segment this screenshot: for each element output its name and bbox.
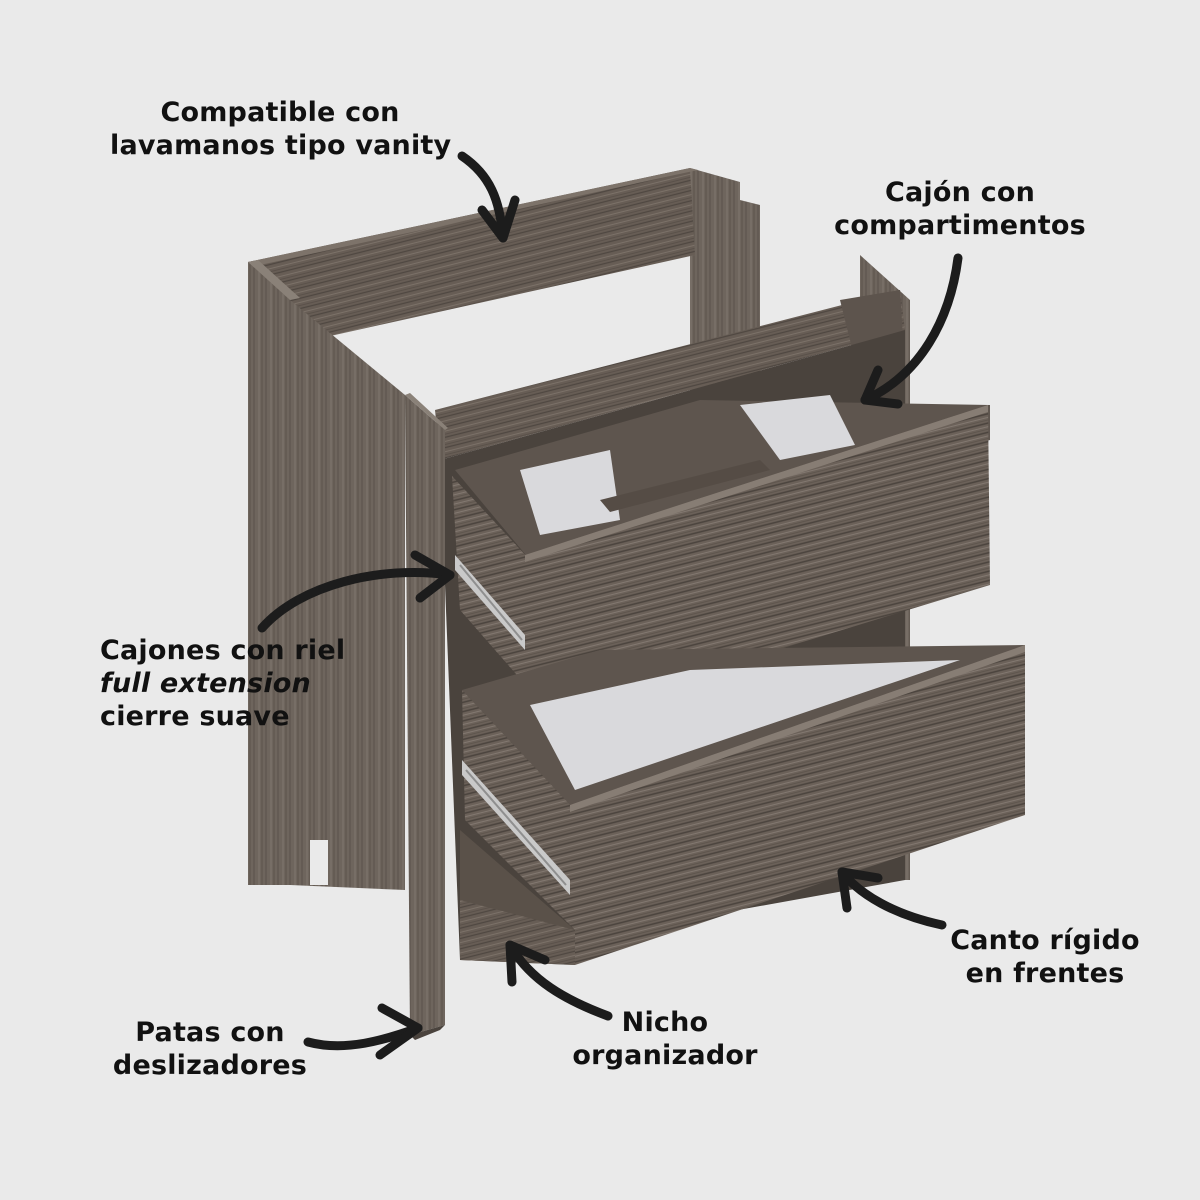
arrow-edge-icon [837, 867, 947, 930]
callout-full-extension-rails: Cajones con riel full extension cierre s… [100, 634, 360, 733]
callout-line: Nicho [621, 1007, 709, 1038]
callout-line: deslizadores [112, 1050, 308, 1081]
callout-organizer-niche: Nicho organizador [565, 1006, 765, 1072]
callout-line-italic: full extension [100, 668, 311, 699]
bottom-drawer-rail [462, 760, 570, 895]
front-left-leg [405, 395, 445, 1035]
top-drawer-front [525, 405, 990, 725]
cabinet-left-side-panel [248, 260, 448, 1040]
callout-line: compartimentos [834, 210, 1086, 241]
callout-line: cierre suave [100, 701, 290, 732]
callout-line: Canto rígido [950, 925, 1140, 956]
callout-line: lavamanos tipo vanity [110, 130, 452, 161]
cabinet-back-rail [248, 168, 698, 345]
callout-arrows [257, 151, 963, 1060]
bottom-drawer-front [570, 645, 1025, 965]
callout-vanity-compatible: Compatible con lavamanos tipo vanity [110, 96, 452, 162]
callout-line: en frentes [965, 958, 1125, 989]
callout-line: organizador [572, 1040, 758, 1071]
callout-line: Cajón con [884, 177, 1036, 208]
callout-line: Cajones con riel [100, 635, 346, 666]
callout-legs-sliders: Patas con deslizadores [105, 1016, 315, 1082]
callout-line: Patas con [135, 1017, 285, 1048]
callout-line: Compatible con [160, 97, 400, 128]
arrow-niche-icon [505, 940, 613, 1021]
top-drawer [452, 395, 990, 725]
bottom-drawer [462, 645, 1025, 965]
arrow-rails-icon [257, 568, 455, 633]
callout-rigid-edge: Canto rígido en frentes [945, 924, 1145, 990]
callout-drawer-compartments: Cajón con compartimentos [830, 176, 1090, 242]
bottom-niche [460, 830, 575, 965]
top-drawer-rail [455, 555, 525, 650]
arrow-compartments-icon [860, 253, 963, 405]
